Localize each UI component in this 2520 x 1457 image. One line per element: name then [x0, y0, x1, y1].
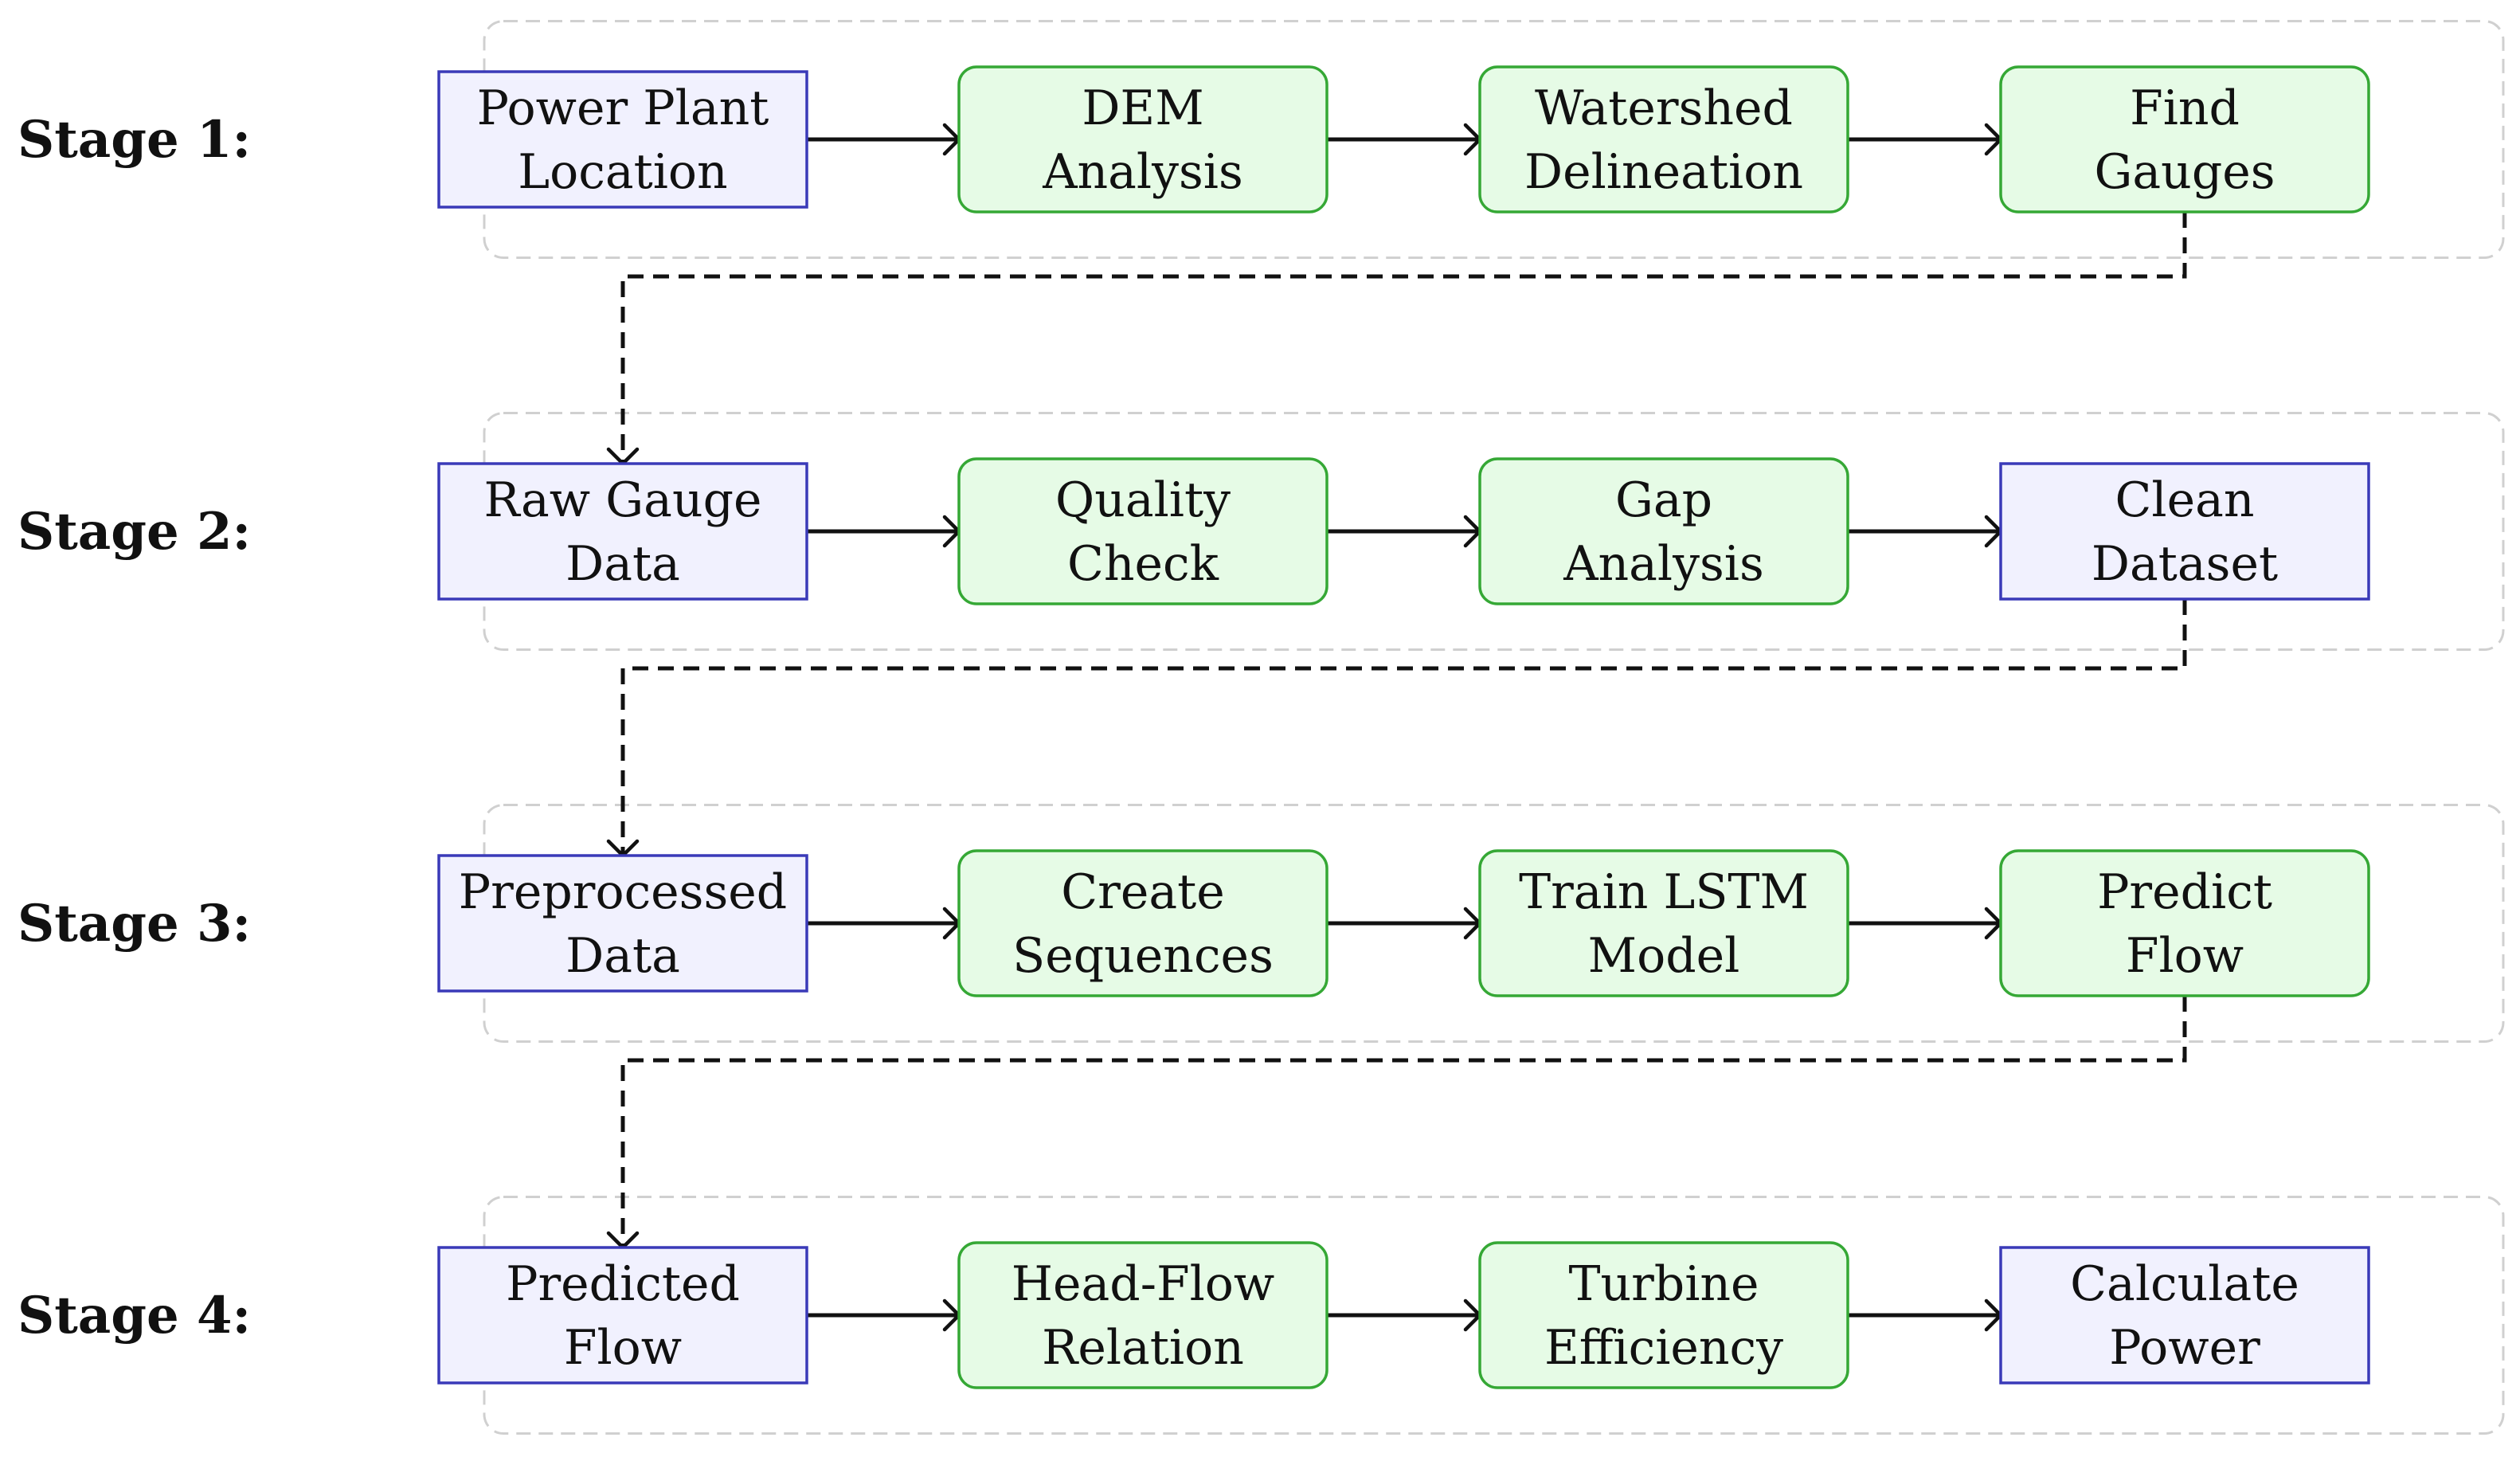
node-train-lstm-model: Train LSTM Model	[1478, 849, 1849, 997]
node-label-line: DEM	[1082, 80, 1203, 136]
node-label-line: Efficiency	[1544, 1320, 1783, 1376]
stage-1-frame	[483, 20, 2505, 259]
node-label-line: Sequences	[1012, 928, 1274, 984]
node-label-line: Predicted	[506, 1256, 740, 1312]
node-label-line: Analysis	[1042, 144, 1243, 200]
data-box	[437, 70, 808, 209]
node-label-line: Calculate	[2070, 1256, 2299, 1312]
stage-4-label: Stage 4:	[18, 1286, 251, 1345]
stage-1-to-2-connector	[620, 212, 2187, 461]
node-label-line: Head-Flow	[1012, 1256, 1275, 1312]
process-box	[957, 457, 1328, 605]
node-label-line: Create	[1061, 864, 1225, 920]
node-label-line: Flow	[2126, 928, 2244, 984]
process-box	[1999, 849, 2370, 997]
stage-2-frame	[483, 412, 2505, 651]
node-label-line: Analysis	[1563, 536, 1764, 592]
node-label-line: Gap	[1615, 472, 1712, 528]
node-label-line: Watershed	[1535, 80, 1793, 136]
process-box	[1478, 65, 1849, 213]
node-label-line: Power Plant	[477, 80, 769, 136]
process-box	[1478, 457, 1849, 605]
process-box	[957, 1241, 1328, 1389]
process-box	[1478, 849, 1849, 997]
process-box	[957, 65, 1328, 213]
node-label-line: Gauges	[2094, 144, 2275, 200]
node-label-line: Delineation	[1524, 144, 1803, 200]
node-label-line: Data	[565, 536, 680, 592]
data-box	[1999, 1246, 2370, 1385]
node-label-line: Location	[518, 144, 727, 200]
node-dem-analysis: DEM Analysis	[957, 65, 1328, 213]
node-label-line: Model	[1588, 928, 1740, 984]
node-label-line: Dataset	[2092, 536, 2278, 592]
node-label-line: Predict	[2097, 864, 2272, 920]
node-label-line: Check	[1067, 536, 1219, 592]
data-box	[437, 1246, 808, 1385]
node-label-line: Quality	[1055, 472, 1231, 528]
node-label-line: Data	[565, 928, 680, 984]
stage-2-label: Stage 2:	[18, 502, 251, 562]
node-label-line: Raw Gauge	[483, 472, 761, 528]
node-label-line: Power	[2109, 1320, 2260, 1376]
node-label-line: Clean	[2115, 472, 2254, 528]
node-label-line: Flow	[564, 1320, 682, 1376]
stage-4-frame	[483, 1196, 2505, 1435]
node-label-line: Relation	[1042, 1320, 1244, 1376]
stage-3-frame	[483, 804, 2505, 1043]
process-box	[957, 849, 1328, 997]
data-box	[1999, 462, 2370, 601]
node-label-line: Preprocessed	[459, 864, 787, 920]
stage-3-label: Stage 3:	[18, 894, 251, 954]
node-label-line: Turbine	[1568, 1256, 1759, 1312]
process-box	[1478, 1241, 1849, 1389]
process-box	[1999, 65, 2370, 213]
stage-1-to-2-connector-head	[606, 447, 640, 466]
data-box	[437, 462, 808, 601]
node-label-line: Train LSTM	[1519, 864, 1809, 920]
stage-3-to-4-connector	[620, 996, 2187, 1245]
data-box	[437, 854, 808, 993]
stage-3-to-4-connector-head	[606, 1231, 640, 1250]
stage-1-label: Stage 1:	[18, 110, 251, 170]
node-label-line: Find	[2130, 80, 2240, 136]
stage-2-to-3-connector	[620, 599, 2187, 853]
